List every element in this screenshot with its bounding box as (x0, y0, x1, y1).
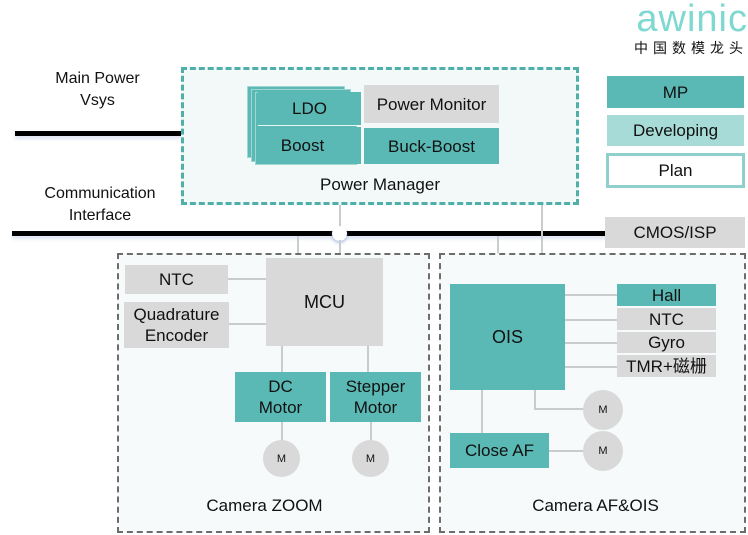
sensor-ntc: NTC (617, 308, 716, 330)
main-power-bus (15, 131, 182, 136)
pm-to-ois-connector (541, 205, 543, 284)
communication-bus (12, 231, 608, 236)
ntc-to-mcu-connector (228, 278, 266, 280)
quadrature-encoder-block: Quadrature Encoder (124, 302, 229, 348)
power-manager-title: Power Manager (319, 174, 440, 194)
logo-tagline: 中国数模龙头 (634, 40, 748, 56)
ois-to-gyro-connector (565, 342, 617, 344)
close-af-block: Close AF (450, 433, 549, 468)
mcu-block: MCU (266, 258, 383, 346)
sensor-hall: Hall (617, 284, 716, 306)
ois-to-hall-connector (565, 294, 617, 296)
cmos-isp-block: CMOS/ISP (605, 217, 745, 248)
mcu-to-dc-connector (281, 346, 283, 372)
dc-to-motor-connector (281, 422, 283, 442)
legend-mp: MP (607, 76, 744, 108)
buck-boost-block: Buck-Boost (364, 128, 499, 164)
logo-wordmark: awinic (636, 0, 748, 40)
camera-zoom-title: Camera ZOOM (206, 495, 323, 515)
close-af-to-motor-connector (549, 450, 584, 452)
encoder-to-mcu-connector (229, 323, 266, 325)
ois-block: OIS (450, 284, 565, 390)
ois-to-motor-connector-h (534, 408, 584, 410)
stepper-motor-block: Stepper Motor (330, 372, 421, 422)
ois-to-motor-connector-v (534, 390, 536, 409)
ois-motor-symbol: M (583, 390, 623, 430)
sensor-gyro: Gyro (617, 332, 716, 353)
dc-motor-block: DC Motor (235, 372, 326, 422)
legend-plan: Plan (606, 153, 745, 188)
mcu-to-stepper-connector (367, 346, 369, 372)
camera-af-ois-title: Camera AF&OIS (532, 495, 659, 515)
legend-developing: Developing (607, 115, 744, 146)
communication-interface-label: Communication Interface (44, 185, 156, 224)
ois-to-close-af-connector (481, 390, 483, 434)
awinic-logo: awinic 中国数模龙头 (628, 0, 748, 56)
close-af-motor-symbol: M (583, 431, 623, 471)
bus-to-mcu-connector-2 (339, 240, 341, 258)
bus-to-mcu-connector-1 (297, 236, 299, 258)
pm-to-bus-connector (339, 205, 341, 231)
ldo-block: LDO (258, 92, 361, 126)
sensor-tmr: TMR+磁栅 (617, 355, 716, 377)
dc-motor-symbol: M (263, 440, 300, 477)
stepper-motor-symbol: M (352, 440, 389, 477)
ois-to-tmr-connector (565, 366, 617, 368)
power-monitor-block: Power Monitor (364, 85, 499, 123)
stepper-to-motor-connector (370, 422, 372, 442)
ois-to-ntc-connector (565, 319, 617, 321)
main-power-label: Main Power Vsys (55, 70, 140, 109)
zoom-ntc-block: NTC (125, 265, 228, 294)
bus-junction-node (332, 226, 347, 241)
boost-block: Boost (258, 127, 361, 164)
